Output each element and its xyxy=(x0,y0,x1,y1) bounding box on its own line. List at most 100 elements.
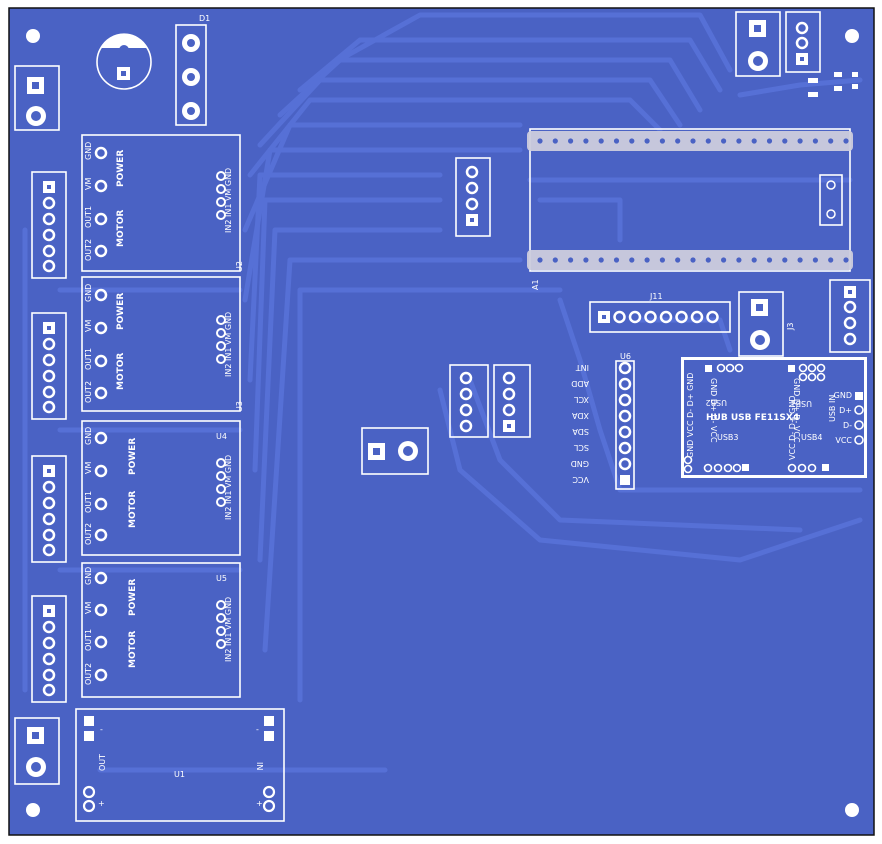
a1-pin xyxy=(690,257,696,263)
a1-pin xyxy=(751,138,757,144)
a1-pin xyxy=(675,257,681,263)
a1-pin xyxy=(537,138,543,144)
usb4-pins-label: VCC D- D+ GND xyxy=(788,395,797,460)
connector-6pin xyxy=(31,595,67,703)
mounting-hole xyxy=(845,29,859,43)
u6-pin-label: SCL xyxy=(573,443,589,452)
power-module-u1: - - + + OUT IN U1 xyxy=(75,708,285,822)
mounting-hole xyxy=(845,803,859,817)
pin-gnd: GND xyxy=(84,142,93,160)
ref-u5: U5 xyxy=(216,574,227,583)
motor-driver-u4: U4 GND VM OUT1 OUT2 POWER MOTOR IN2 IN1 … xyxy=(81,420,241,556)
terminal-block xyxy=(361,427,429,475)
connector-4pin xyxy=(449,364,489,438)
ref-j11: J11 xyxy=(649,292,663,301)
hub-right-pin: D+ xyxy=(839,406,852,415)
a1-pin xyxy=(659,138,666,144)
connector-j11: J11 xyxy=(589,292,731,333)
hub-right-pin: VCC xyxy=(835,436,852,445)
a1-pin xyxy=(721,257,727,263)
a1-pin xyxy=(644,138,650,144)
u6-pin-label: VCC xyxy=(572,475,589,484)
a1-pin xyxy=(568,138,574,144)
capacitor xyxy=(96,33,152,90)
a1-pin xyxy=(705,257,711,263)
ref-u4: U4 xyxy=(216,432,227,441)
usb4-label: USB4 xyxy=(801,433,823,442)
motor-label: MOTOR xyxy=(128,491,138,528)
connector-4pin-right xyxy=(829,279,871,353)
a1-pin xyxy=(828,257,834,263)
motor-driver-u5: U5 GND VM OUT1 OUT2 POWER MOTOR IN2 IN1 … xyxy=(81,562,241,698)
a1-pin xyxy=(629,138,635,144)
a1-pin xyxy=(766,257,773,263)
diode-d1: D1 xyxy=(175,14,210,126)
motor-driver-u2: GND VM OUT1 OUT2 POWER MOTOR IN2 IN1 VM … xyxy=(81,134,244,272)
pin-vm: VM xyxy=(84,178,93,190)
ref-d1: D1 xyxy=(199,14,210,23)
u6-pin-label: SDA xyxy=(572,427,589,436)
a1-pin xyxy=(782,257,788,263)
motor-label: MOTOR xyxy=(116,210,126,247)
a1-pin xyxy=(568,257,574,263)
a1-pin xyxy=(629,257,635,263)
a1-pin xyxy=(843,257,849,263)
j11-pin xyxy=(675,310,688,324)
usb1-pins-label: GND D+ D- VCC xyxy=(792,378,801,443)
motor-driver-u3: GND VM OUT1 OUT2 POWER MOTOR IN2 IN1 VM … xyxy=(81,276,244,412)
pin-out1: OUT1 xyxy=(84,491,93,513)
j11-pin xyxy=(644,310,657,324)
a1-pin xyxy=(797,138,803,144)
connector-6pin xyxy=(31,171,67,279)
u6-pin-label: ADD xyxy=(571,379,589,388)
u6-pin xyxy=(618,441,632,455)
connector-4pin xyxy=(493,364,531,438)
u6-pin xyxy=(618,393,632,407)
u6-pin xyxy=(618,457,632,471)
j11-pin xyxy=(613,310,626,324)
a1-pin xyxy=(613,138,620,144)
power-label: POWER xyxy=(128,579,138,616)
hub-right-pin: GND xyxy=(834,391,852,400)
a1-pin xyxy=(843,138,849,144)
u6-pin xyxy=(618,361,632,375)
a1-pin xyxy=(782,138,788,144)
terminal-block xyxy=(735,11,781,77)
a1-pin xyxy=(736,138,742,144)
u1-in-minus: - xyxy=(256,725,259,734)
j11-pin xyxy=(706,310,719,324)
pin-out2: OUT2 xyxy=(84,523,93,545)
copper-traces xyxy=(22,12,863,773)
a1-pin xyxy=(751,257,757,263)
connector-6pin xyxy=(31,455,67,563)
a1-pin xyxy=(797,257,803,263)
a1-pin xyxy=(828,138,834,144)
a1-pin xyxy=(598,257,604,263)
u6-pin xyxy=(618,377,632,391)
usb-in-label: USB IN xyxy=(828,395,837,422)
ref-u3: U3 xyxy=(235,401,244,412)
pin-vm: VM xyxy=(84,320,93,332)
u1-in-label: IN xyxy=(255,762,264,770)
j11-pin xyxy=(628,310,642,324)
ref-a1: A1 xyxy=(531,279,540,290)
pin-gnd: GND xyxy=(84,567,93,585)
smd-resistors xyxy=(808,72,858,97)
input-header-label: IN2 IN1 VM GND xyxy=(224,168,233,233)
power-label: POWER xyxy=(116,293,126,330)
a1-header-top xyxy=(537,138,849,144)
a1-pin xyxy=(644,257,650,263)
a1-pin xyxy=(583,138,589,144)
pin-out2: OUT2 xyxy=(84,381,93,403)
usb2-label: USB2 xyxy=(705,398,727,407)
a1-pin xyxy=(705,138,711,144)
u1-out-plus: + xyxy=(98,799,105,808)
connector-3pin xyxy=(785,11,821,73)
a1-pin xyxy=(812,257,819,263)
u6-pins xyxy=(618,361,632,485)
u1-in-plus: + xyxy=(256,799,263,808)
a1-pin xyxy=(659,257,666,263)
pin-out1: OUT1 xyxy=(84,629,93,651)
